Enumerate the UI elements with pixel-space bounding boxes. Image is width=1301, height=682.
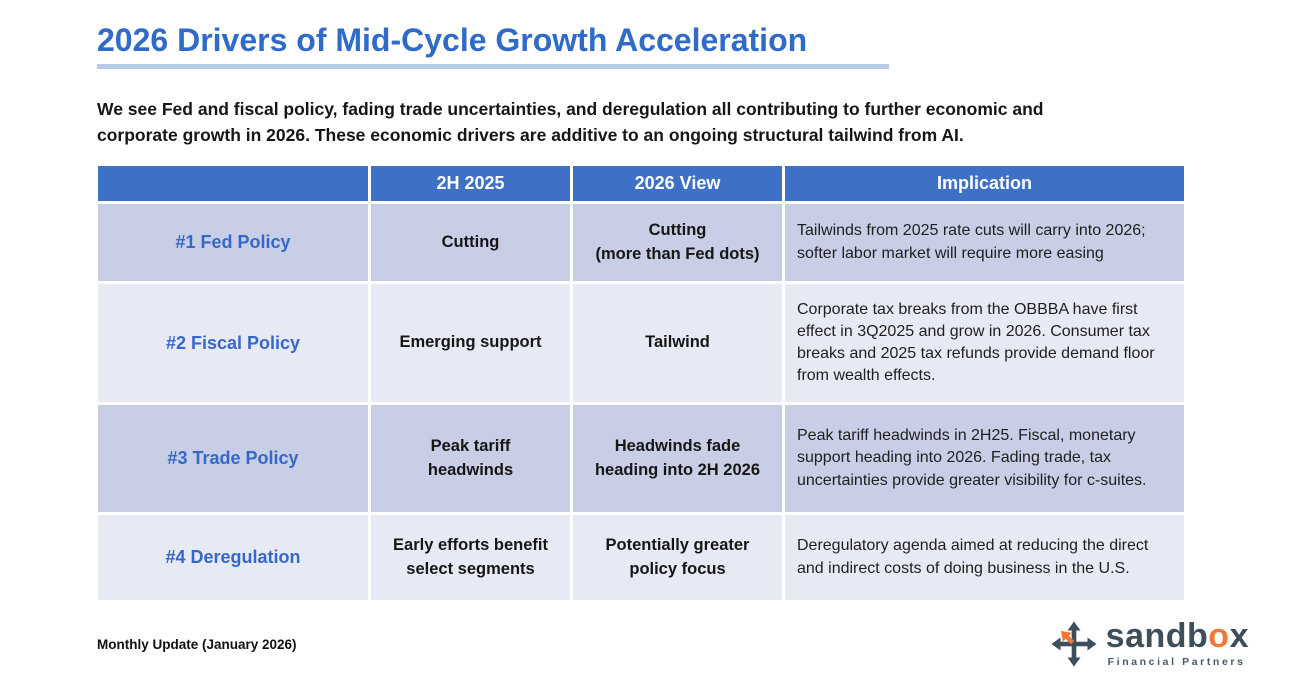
cell-implication: Peak tariff headwinds in 2H25. Fiscal, m…: [782, 402, 1187, 515]
table-row-deregulation: #4 Deregulation Early efforts benefit se…: [95, 512, 1187, 603]
cell-2026-view: Potentially greater policy focus: [570, 512, 785, 603]
table-row-fiscal-policy: #2 Fiscal Policy Emerging support Tailwi…: [95, 281, 1187, 405]
footer-note: Monthly Update (January 2026): [97, 637, 297, 652]
brand-tagline: Financial Partners: [1107, 656, 1246, 668]
brand-wordmark: sandbox: [1106, 619, 1249, 653]
table-row-fed-policy: #1 Fed Policy Cutting Cutting (more than…: [95, 201, 1187, 284]
cell-implication: Deregulatory agenda aimed at reducing th…: [782, 512, 1187, 603]
intro-text: We see Fed and fiscal policy, fading tra…: [97, 99, 1044, 146]
sandbox-logo: sandbox Financial Partners: [1050, 619, 1249, 668]
header-2h-2025: 2H 2025: [368, 163, 573, 204]
cell-implication: Tailwinds from 2025 rate cuts will carry…: [782, 201, 1187, 284]
cell-2026-view: Tailwind: [570, 281, 785, 405]
cell-implication: Corporate tax breaks from the OBBBA have…: [782, 281, 1187, 405]
drivers-table: 2H 2025 2026 View Implication #1 Fed Pol…: [95, 163, 1187, 603]
cell-2h-2025: Peak tariff headwinds: [368, 402, 573, 515]
move-arrows-icon: [1051, 621, 1097, 666]
driver-label: #2 Fiscal Policy: [95, 281, 371, 405]
header-2026-view: 2026 View: [570, 163, 785, 204]
brand-orange-o: o: [1208, 617, 1230, 655]
page-title: 2026 Drivers of Mid-Cycle Growth Acceler…: [97, 22, 808, 58]
title-underline: [97, 64, 889, 69]
driver-label: #4 Deregulation: [95, 512, 371, 603]
brand-part: sandb: [1105, 617, 1209, 655]
cell-2026-view: Cutting (more than Fed dots): [570, 201, 785, 284]
logo-text: sandbox Financial Partners: [1106, 619, 1249, 668]
cell-2h-2025: Early efforts benefit select segments: [368, 512, 573, 603]
header-blank: [95, 163, 371, 204]
table-header-row: 2H 2025 2026 View Implication: [95, 163, 1187, 204]
header-implication: Implication: [782, 163, 1187, 204]
cell-2026-view: Headwinds fade heading into 2H 2026: [570, 402, 785, 515]
cell-2h-2025: Cutting: [368, 201, 573, 284]
cell-2h-2025: Emerging support: [368, 281, 573, 405]
driver-label: #3 Trade Policy: [95, 402, 371, 515]
table-row-trade-policy: #3 Trade Policy Peak tariff headwinds He…: [95, 402, 1187, 515]
driver-label: #1 Fed Policy: [95, 201, 371, 284]
brand-part: x: [1229, 617, 1249, 655]
